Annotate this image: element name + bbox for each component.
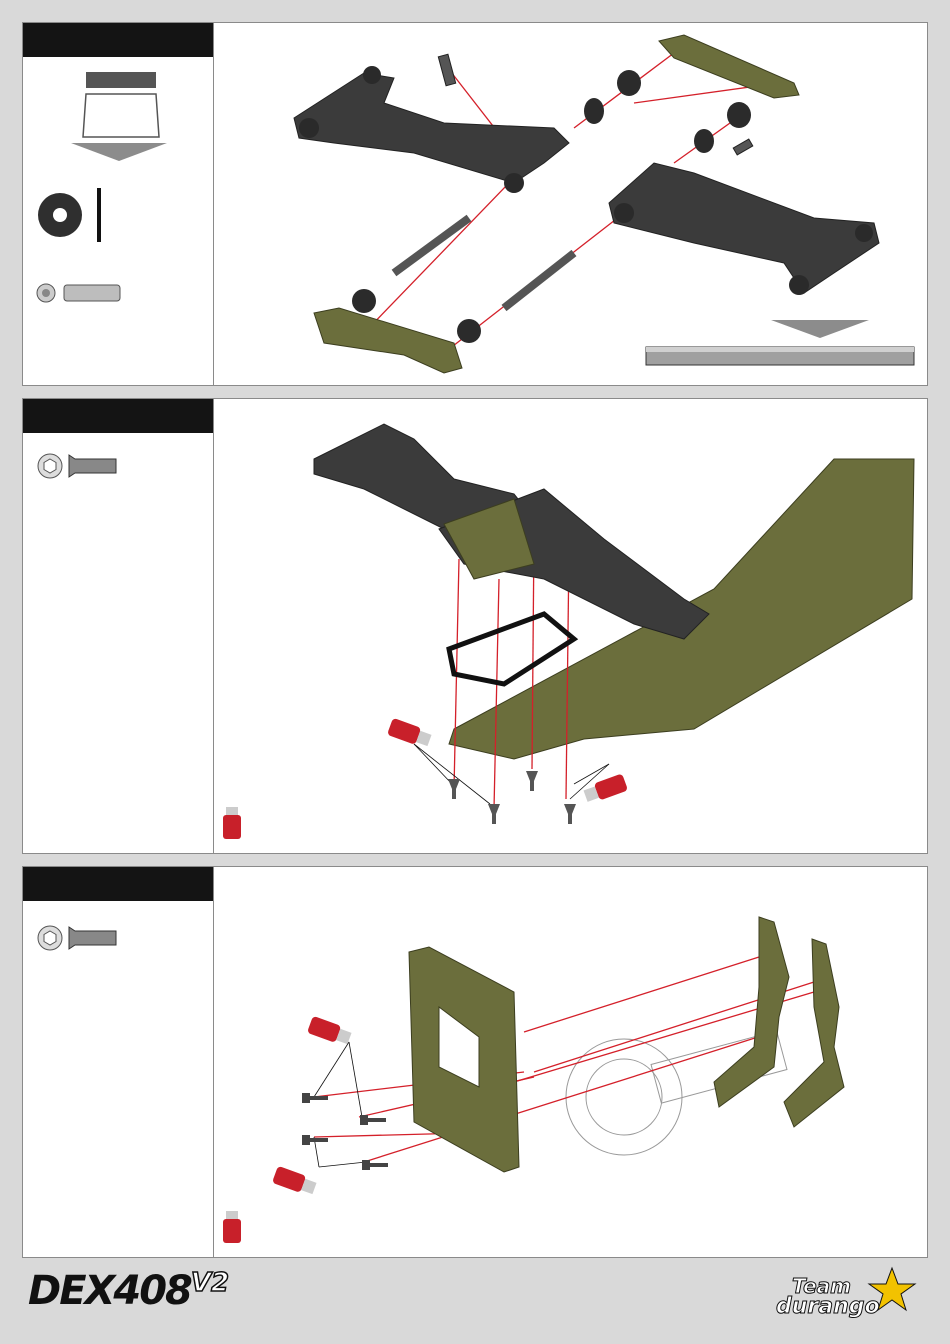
hex-screw-icon [38, 454, 116, 478]
step-3-illustration [214, 867, 927, 1257]
left-suspension-arm [294, 66, 569, 193]
step-1-panel [22, 22, 928, 386]
step-3-header [23, 867, 213, 901]
pin-length-gauge [646, 347, 914, 365]
suspension-arm-pair [314, 424, 709, 639]
step-3-parts-list [23, 917, 213, 977]
pin-icon [64, 285, 120, 301]
step-3-panel [22, 866, 928, 1258]
step-2-header [23, 399, 213, 433]
set-screw-icon [37, 284, 55, 302]
step-1-header [23, 23, 213, 57]
thread-lock-icon [272, 1016, 353, 1197]
parts-bag-icon [83, 72, 159, 137]
step-2-sidebar [23, 399, 214, 853]
step-1-parts-list [23, 57, 213, 387]
shim-washer-icon [38, 193, 82, 237]
right-suspension-arm [609, 163, 879, 295]
model-version: V2 [191, 1268, 229, 1298]
shock-tower [409, 947, 519, 1172]
arm-mount-plate [449, 614, 574, 684]
thread-lock-icon [223, 807, 241, 839]
arrow-down-icon [771, 320, 869, 338]
model-logo: DEX408V2 [28, 1268, 229, 1314]
step-1-sidebar [23, 23, 214, 385]
bulkhead-left [714, 917, 789, 1107]
arrow-down-icon [71, 143, 167, 161]
olive-arm-mount-top [659, 35, 799, 98]
step-1-illustration [214, 23, 927, 385]
step-2-parts-list [23, 445, 213, 505]
step-2-panel [22, 398, 928, 854]
step-3-sidebar [23, 867, 214, 1257]
thread-lock-icon [223, 1211, 241, 1243]
hex-screw-icon [38, 926, 116, 950]
model-name: DEX408 [28, 1268, 191, 1314]
brand-durango: durango [776, 1294, 880, 1319]
brand-logo: Team durango [772, 1266, 922, 1326]
bulkhead-right [784, 939, 844, 1127]
olive-arm-mount-bottom [314, 308, 462, 373]
shim-side-icon [97, 188, 101, 242]
step-2-illustration [214, 399, 927, 853]
